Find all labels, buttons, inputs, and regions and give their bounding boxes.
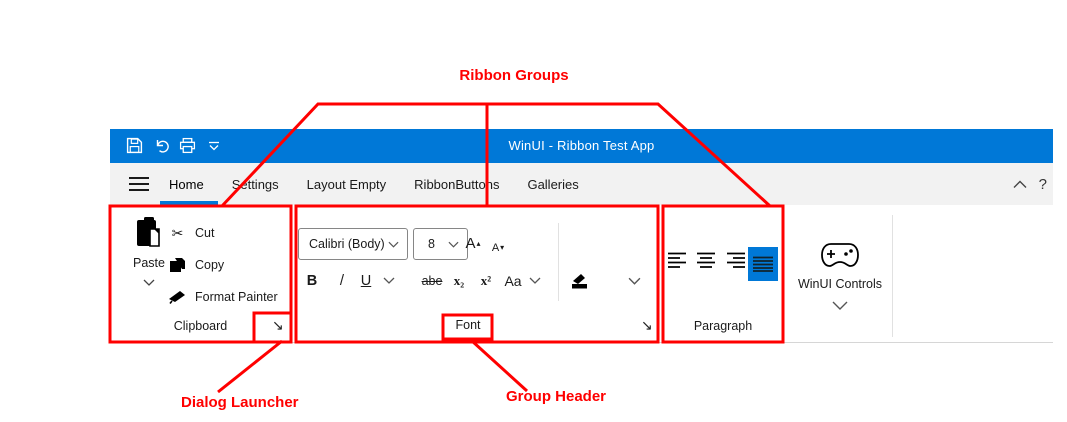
- change-case-chevron-icon[interactable]: [526, 267, 544, 294]
- annotation-line-dialog-launcher: [217, 339, 283, 394]
- align-right-icon: [727, 252, 745, 268]
- font-group-separator: [558, 223, 559, 301]
- hamburger-menu-icon[interactable]: [128, 176, 150, 197]
- shrink-font-arrow-icon: ▾: [500, 243, 505, 252]
- paste-label: Paste: [133, 256, 165, 270]
- tab-ribbonbuttons[interactable]: RibbonButtons: [414, 176, 500, 192]
- paste-clipboard-icon: [135, 217, 163, 253]
- align-left-icon: [668, 252, 686, 268]
- customize-quick-access-icon[interactable]: [206, 137, 222, 154]
- tab-layout-empty[interactable]: Layout Empty: [306, 176, 387, 192]
- font-dialog-launcher[interactable]: ↘: [641, 317, 653, 333]
- winui-group-separator: [892, 215, 893, 337]
- align-right-button[interactable]: [725, 252, 745, 273]
- annotation-line-group-header: [470, 339, 529, 393]
- paste-dropdown-chevron-icon: [143, 275, 155, 289]
- quick-access-toolbar: [126, 137, 222, 154]
- paragraph-group-header: Paragraph: [693, 319, 753, 333]
- app-window: WinUI - Ribbon Test App Home Settings La…: [110, 129, 1053, 343]
- winui-controls-button[interactable]: WinUI Controls: [786, 242, 894, 313]
- ribbon-tab-row: Home Settings Layout Empty RibbonButtons…: [110, 163, 1053, 205]
- align-center-button[interactable]: [696, 252, 716, 273]
- copy-label: Copy: [195, 258, 225, 272]
- cut-button[interactable]: ✂ Cut: [168, 220, 215, 246]
- help-button[interactable]: ?: [1038, 175, 1047, 193]
- format-painter-label: Format Painter: [195, 290, 278, 304]
- shrink-font-button[interactable]: A▾: [489, 234, 507, 261]
- annotation-dialog-launcher-label: Dialog Launcher: [181, 394, 299, 411]
- clipboard-group-header: Clipboard: [173, 319, 228, 333]
- font-group-header: Font: [455, 318, 481, 332]
- font-more-options-chevron-icon[interactable]: [624, 267, 644, 294]
- font-name-chevron-icon: [388, 241, 399, 248]
- tab-settings[interactable]: Settings: [231, 176, 279, 192]
- font-size-combobox[interactable]: 8: [413, 228, 468, 260]
- underline-button[interactable]: U: [360, 272, 372, 289]
- strikethrough-button[interactable]: abe: [421, 273, 443, 288]
- bold-button[interactable]: B: [306, 272, 318, 289]
- ribbon-tabs: Home Settings Layout Empty RibbonButtons…: [167, 163, 581, 205]
- window-title: WinUI - Ribbon Test App: [508, 138, 655, 153]
- format-painter-button[interactable]: Format Painter: [168, 284, 278, 310]
- text-highlight-color-button[interactable]: [568, 267, 590, 294]
- save-icon[interactable]: [126, 137, 143, 154]
- font-size-value: 8: [428, 237, 435, 251]
- ribbon-content: Paste ✂ Cut Copy Format Painter Clipboar…: [110, 205, 1053, 343]
- italic-button[interactable]: /: [339, 272, 345, 289]
- annotation-group-header-label: Group Header: [506, 388, 607, 405]
- justify-button-selected[interactable]: [748, 247, 778, 281]
- shrink-font-letter: A: [491, 241, 500, 254]
- copy-icon: [168, 257, 187, 273]
- collapse-ribbon-button[interactable]: [1013, 163, 1027, 205]
- grow-font-button[interactable]: A▴: [462, 230, 484, 257]
- justify-icon: [753, 256, 773, 272]
- align-left-button[interactable]: [668, 252, 688, 273]
- font-size-chevron-icon: [448, 241, 459, 248]
- print-icon[interactable]: [179, 137, 196, 154]
- winui-controls-chevron-icon: [832, 299, 848, 313]
- grow-font-letter: A: [465, 235, 476, 252]
- grow-font-arrow-icon: ▴: [476, 239, 481, 248]
- annotation-ribbon-groups-label: Ribbon Groups: [459, 67, 569, 84]
- font-name-combobox[interactable]: Calibri (Body): [298, 228, 408, 260]
- font-name-value: Calibri (Body): [309, 237, 385, 251]
- tab-galleries[interactable]: Galleries: [527, 176, 579, 192]
- change-case-button[interactable]: Aa: [504, 272, 522, 289]
- selected-tab-indicator: [160, 201, 218, 205]
- undo-icon[interactable]: [153, 137, 169, 154]
- winui-controls-label: WinUI Controls: [797, 277, 883, 291]
- titlebar: WinUI - Ribbon Test App: [110, 129, 1053, 163]
- clipboard-dialog-launcher[interactable]: ↘: [272, 317, 284, 333]
- gamepad-icon: [821, 242, 859, 271]
- align-center-icon: [697, 252, 715, 268]
- format-painter-brush-icon: [168, 290, 187, 304]
- copy-button[interactable]: Copy: [168, 252, 224, 278]
- subscript-button[interactable]: x₂: [453, 272, 465, 288]
- tab-home[interactable]: Home: [169, 176, 204, 192]
- superscript-button[interactable]: x²: [480, 272, 492, 288]
- cut-scissors-icon: ✂: [171, 224, 184, 241]
- underline-dropdown-chevron-icon[interactable]: [380, 267, 398, 294]
- cut-label: Cut: [195, 226, 215, 240]
